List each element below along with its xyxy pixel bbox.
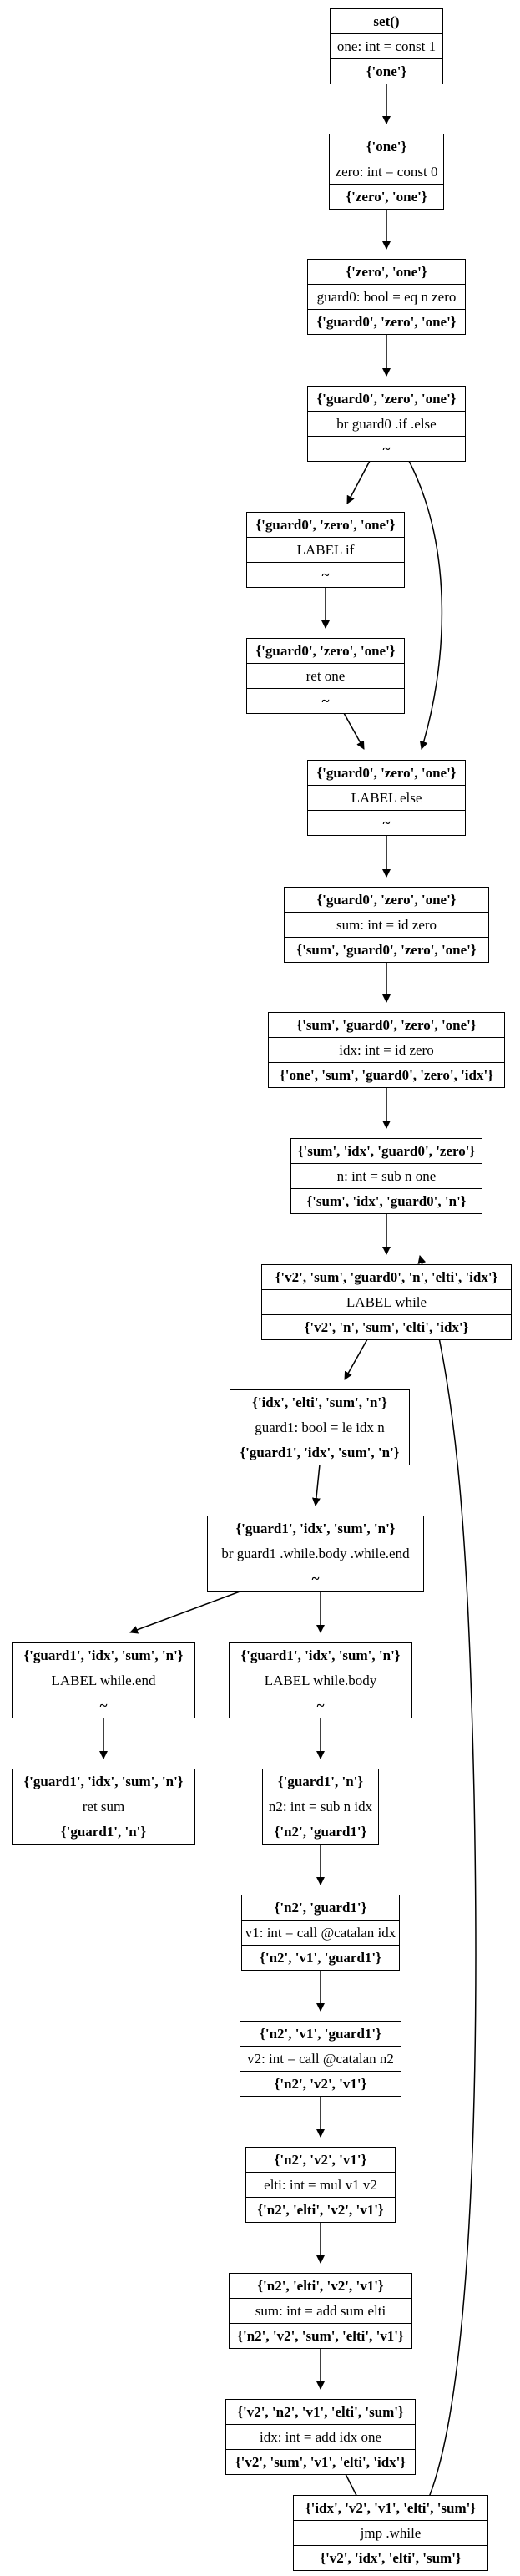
- node-in: {'idx', 'v2', 'v1', 'elti', 'sum'}: [305, 2500, 477, 2516]
- node-op: LABEL while.end: [13, 1668, 194, 1693]
- node-in: {'guard0', 'zero', 'one'}: [316, 892, 457, 908]
- node-n2[interactable]: {'zero', 'one'} guard0: bool = eq n zero…: [307, 259, 466, 335]
- node-out: {'one'}: [331, 58, 442, 84]
- node-out: {'n2', 'elti', 'v2', 'v1'}: [246, 2197, 395, 2222]
- node-n14[interactable]: {'guard1', 'idx', 'sum', 'n'} LABEL whil…: [229, 1642, 412, 1718]
- node-op: LABEL while: [262, 1289, 511, 1314]
- node-out: {'zero', 'one'}: [330, 184, 443, 209]
- node-out: {'one', 'sum', 'guard0', 'zero', 'idx'}: [269, 1062, 504, 1087]
- node-in: {'one'}: [366, 139, 407, 154]
- node-n20[interactable]: {'n2', 'elti', 'v2', 'v1'} sum: int = ad…: [229, 2273, 412, 2349]
- node-in: {'guard1', 'n'}: [277, 1774, 364, 1789]
- node-op: LABEL if: [247, 537, 404, 562]
- node-op: v2: int = call @catalan n2: [240, 2046, 401, 2071]
- node-in: {'n2', 'elti', 'v2', 'v1'}: [257, 2278, 384, 2294]
- node-n19[interactable]: {'n2', 'v2', 'v1'} elti: int = mul v1 v2…: [245, 2147, 396, 2223]
- node-in: {'guard1', 'idx', 'sum', 'n'}: [23, 1774, 184, 1789]
- node-n11[interactable]: {'idx', 'elti', 'sum', 'n'} guard1: bool…: [230, 1389, 410, 1465]
- node-out: ~: [308, 810, 465, 835]
- node-out: {'sum', 'guard0', 'zero', 'one'}: [285, 937, 488, 962]
- node-out: {'v2', 'n', 'sum', 'elti', 'idx'}: [262, 1314, 511, 1339]
- node-in: {'sum', 'guard0', 'zero', 'one'}: [296, 1017, 477, 1033]
- node-in: {'v2', 'n2', 'v1', 'elti', 'sum'}: [237, 2404, 404, 2420]
- node-in: {'guard0', 'zero', 'one'}: [316, 391, 457, 407]
- node-in: set(): [373, 13, 400, 29]
- node-op: idx: int = id zero: [269, 1037, 504, 1062]
- edge-n10-n11: [344, 1339, 368, 1380]
- node-out: {'n2', 'v2', 'sum', 'elti', 'v1'}: [230, 2323, 411, 2348]
- node-n1[interactable]: {'one'} zero: int = const 0 {'zero', 'on…: [329, 134, 444, 210]
- edge-n22-n10: [417, 1255, 477, 2514]
- node-n18[interactable]: {'n2', 'v1', 'guard1'} v2: int = call @c…: [240, 2021, 401, 2097]
- node-out: ~: [13, 1693, 194, 1718]
- node-in: {'idx', 'elti', 'sum', 'n'}: [252, 1394, 387, 1410]
- node-op: n2: int = sub n idx: [263, 1794, 378, 1819]
- node-n0[interactable]: set() one: int = const 1 {'one'}: [330, 8, 443, 84]
- node-out: ~: [247, 562, 404, 587]
- node-n13[interactable]: {'guard1', 'idx', 'sum', 'n'} LABEL whil…: [12, 1642, 195, 1718]
- node-out: {'guard1', 'idx', 'sum', 'n'}: [230, 1440, 409, 1465]
- node-op: v1: int = call @catalan idx: [242, 1920, 399, 1945]
- edge-n12-n13: [129, 1590, 243, 1634]
- node-in: {'v2', 'sum', 'guard0', 'n', 'elti', 'id…: [275, 1269, 498, 1285]
- node-in: {'sum', 'idx', 'guard0', 'zero'}: [297, 1143, 476, 1159]
- node-op: guard0: bool = eq n zero: [308, 284, 465, 309]
- node-out: {'v2', 'idx', 'elti', 'sum'}: [294, 2545, 487, 2570]
- node-out: {'v2', 'sum', 'v1', 'elti', 'idx'}: [226, 2449, 415, 2474]
- node-n16[interactable]: {'guard1', 'n'} n2: int = sub n idx {'n2…: [262, 1769, 379, 1845]
- node-op: elti: int = mul v1 v2: [246, 2172, 395, 2197]
- node-op: jmp .while: [294, 2520, 487, 2545]
- node-op: LABEL else: [308, 785, 465, 810]
- node-op: guard1: bool = le idx n: [230, 1415, 409, 1440]
- node-n17[interactable]: {'n2', 'guard1'} v1: int = call @catalan…: [241, 1895, 400, 1971]
- node-out: {'n2', 'guard1'}: [263, 1819, 378, 1844]
- node-out: {'guard1', 'n'}: [13, 1819, 194, 1844]
- node-out: ~: [308, 436, 465, 461]
- node-n22[interactable]: {'idx', 'v2', 'v1', 'elti', 'sum'} jmp .…: [293, 2495, 488, 2571]
- node-out: ~: [230, 1693, 411, 1718]
- node-op: ret one: [247, 663, 404, 688]
- node-in: {'guard0', 'zero', 'one'}: [255, 643, 396, 659]
- node-out: {'n2', 'v1', 'guard1'}: [242, 1945, 399, 1970]
- node-op: sum: int = id zero: [285, 912, 488, 937]
- node-n21[interactable]: {'v2', 'n2', 'v1', 'elti', 'sum'} idx: i…: [225, 2399, 416, 2475]
- node-in: {'guard0', 'zero', 'one'}: [255, 517, 396, 533]
- node-n10[interactable]: {'v2', 'sum', 'guard0', 'n', 'elti', 'id…: [261, 1264, 512, 1340]
- node-op: br guard1 .while.body .while.end: [208, 1541, 423, 1566]
- node-op: ret sum: [13, 1794, 194, 1819]
- node-op: one: int = const 1: [331, 33, 442, 58]
- node-in: {'n2', 'v1', 'guard1'}: [260, 2026, 381, 2042]
- node-n15[interactable]: {'guard1', 'idx', 'sum', 'n'} ret sum {'…: [12, 1769, 195, 1845]
- node-in: {'guard0', 'zero', 'one'}: [316, 765, 457, 781]
- node-n5[interactable]: {'guard0', 'zero', 'one'} ret one ~: [246, 638, 405, 714]
- node-op: LABEL while.body: [230, 1668, 411, 1693]
- node-out: {'sum', 'idx', 'guard0', 'n'}: [291, 1188, 482, 1213]
- node-out: {'guard0', 'zero', 'one'}: [308, 309, 465, 334]
- node-in: {'guard1', 'idx', 'sum', 'n'}: [240, 1647, 401, 1663]
- node-out: ~: [247, 688, 404, 713]
- node-op: idx: int = add idx one: [226, 2424, 415, 2449]
- node-n12[interactable]: {'guard1', 'idx', 'sum', 'n'} br guard1 …: [207, 1516, 424, 1592]
- node-op: zero: int = const 0: [330, 159, 443, 184]
- node-in: {'guard1', 'idx', 'sum', 'n'}: [23, 1647, 184, 1663]
- edge-n5-n6: [343, 712, 365, 750]
- edge-n11-n12: [311, 1464, 321, 1506]
- node-in: {'n2', 'guard1'}: [274, 1900, 367, 1916]
- node-n9[interactable]: {'sum', 'idx', 'guard0', 'zero'} n: int …: [290, 1138, 482, 1214]
- edge-n3-n4: [346, 460, 371, 504]
- node-in: {'guard1', 'idx', 'sum', 'n'}: [235, 1521, 396, 1536]
- node-out: ~: [208, 1566, 423, 1591]
- node-n4[interactable]: {'guard0', 'zero', 'one'} LABEL if ~: [246, 512, 405, 588]
- node-op: sum: int = add sum elti: [230, 2298, 411, 2323]
- node-op: n: int = sub n one: [291, 1163, 482, 1188]
- node-out: {'n2', 'v2', 'v1'}: [240, 2071, 401, 2096]
- node-n7[interactable]: {'guard0', 'zero', 'one'} sum: int = id …: [284, 887, 489, 963]
- node-n6[interactable]: {'guard0', 'zero', 'one'} LABEL else ~: [307, 760, 466, 836]
- node-n8[interactable]: {'sum', 'guard0', 'zero', 'one'} idx: in…: [268, 1012, 505, 1088]
- node-n3[interactable]: {'guard0', 'zero', 'one'} br guard0 .if …: [307, 386, 466, 462]
- edge-n3-n6: [408, 460, 443, 750]
- node-op: br guard0 .if .else: [308, 411, 465, 436]
- node-in: {'n2', 'v2', 'v1'}: [274, 2152, 367, 2168]
- node-in: {'zero', 'one'}: [346, 264, 427, 280]
